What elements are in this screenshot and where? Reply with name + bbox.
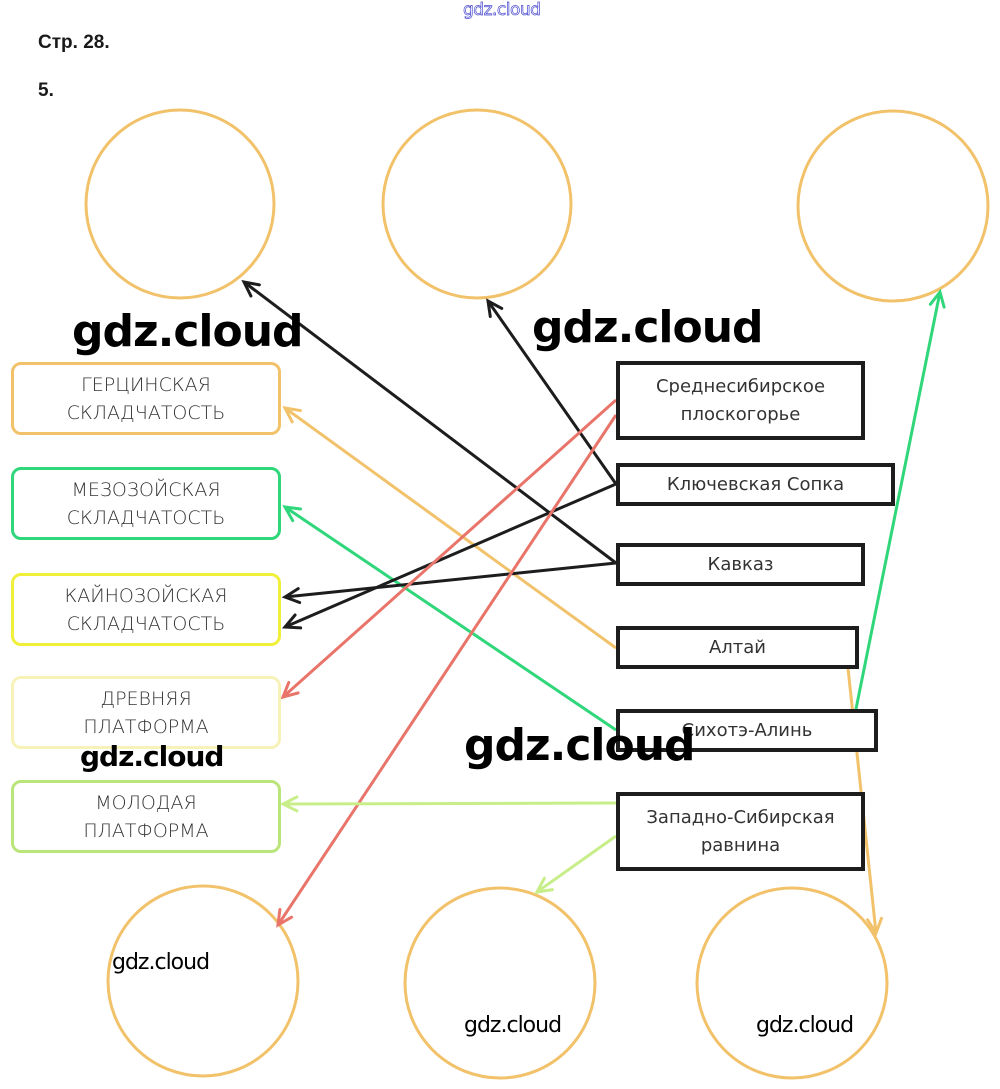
arrowhead-icon bbox=[282, 505, 303, 523]
arrow-west-siberian-to-young bbox=[279, 795, 617, 813]
arrowhead-icon bbox=[276, 907, 294, 928]
watermark: gdz.cloud bbox=[80, 740, 224, 773]
category-line1: ДРЕВНЯЯ bbox=[100, 687, 192, 710]
category-line1: МОЛОДАЯ bbox=[95, 791, 197, 814]
arrow-klyuchevskaya-to-cenozoic bbox=[281, 482, 617, 630]
object-altai[interactable]: Алтай bbox=[616, 626, 859, 669]
watermark-top: gdz.cloud bbox=[463, 0, 542, 20]
object-line2: равнина bbox=[700, 834, 781, 856]
arrowhead-icon bbox=[866, 916, 883, 937]
object-line2: плоскогорье bbox=[680, 403, 801, 425]
watermark: gdz.cloud bbox=[112, 950, 210, 975]
category-mesozoic[interactable]: МЕЗОЗОЙСКАЯ СКЛАДЧАТОСТЬ bbox=[11, 467, 281, 540]
arrow-west-siberian-to-circle-bottom-2 bbox=[534, 834, 617, 894]
object-sikhote-alin[interactable]: Сихотэ-Алинь bbox=[616, 709, 878, 752]
arrow-line bbox=[243, 280, 617, 565]
watermark: gdz.cloud bbox=[464, 720, 696, 771]
arrow-line bbox=[282, 801, 617, 806]
circle-top-2[interactable] bbox=[381, 108, 573, 300]
category-line2: ПЛАТФОРМА bbox=[83, 819, 209, 842]
category-line2: СКЛАДЧАТОСТЬ bbox=[66, 506, 226, 529]
category-line1: ГЕРЦИНСКАЯ bbox=[81, 373, 211, 396]
arrowhead-icon bbox=[282, 406, 302, 424]
arrow-line bbox=[486, 300, 618, 485]
watermark: gdz.cloud bbox=[72, 306, 304, 357]
watermark: gdz.cloud bbox=[756, 1013, 854, 1038]
object-line1: Ключевская Сопка bbox=[666, 473, 845, 495]
category-young-platform[interactable]: МОЛОДАЯ ПЛАТФОРМА bbox=[11, 780, 281, 853]
object-central-siberian[interactable]: Среднесибирское плоскогорье bbox=[616, 361, 865, 440]
arrow-line bbox=[284, 482, 617, 629]
arrow-central-siberian-to-circle-bottom-1 bbox=[276, 414, 618, 928]
arrowhead-icon bbox=[281, 587, 302, 605]
arrow-line bbox=[854, 291, 942, 710]
arrow-line bbox=[276, 414, 618, 926]
arrow-line bbox=[536, 834, 617, 894]
circle-top-1[interactable] bbox=[84, 108, 276, 300]
watermark: gdz.cloud bbox=[464, 1013, 562, 1038]
object-west-siberian[interactable]: Западно-Сибирская равнина bbox=[616, 792, 865, 871]
arrow-line bbox=[284, 505, 617, 732]
arrowhead-icon bbox=[534, 876, 554, 894]
arrow-central-siberian-to-ancient bbox=[280, 398, 617, 700]
circle-bottom-3[interactable] bbox=[695, 886, 889, 1080]
object-line1: Западно-Сибирская bbox=[646, 806, 835, 828]
object-caucasus[interactable]: Кавказ bbox=[616, 543, 865, 586]
watermark: gdz.cloud bbox=[532, 302, 764, 353]
arrowhead-icon bbox=[241, 279, 261, 298]
arrow-sikhote-alin-to-mesozoic bbox=[282, 505, 617, 732]
category-line1: МЕЗОЗОЙСКАЯ bbox=[71, 478, 221, 501]
task-number: 5. bbox=[38, 80, 54, 101]
object-line1: Сихотэ-Алинь bbox=[681, 719, 813, 741]
circle-bottom-1[interactable] bbox=[106, 884, 300, 1078]
arrow-line bbox=[284, 561, 617, 599]
category-line2: ПЛАТФОРМА bbox=[83, 715, 209, 738]
arrow-line bbox=[282, 398, 617, 699]
arrows-layer bbox=[241, 279, 946, 937]
page-reference: Стр. 28. bbox=[38, 32, 110, 53]
arrow-caucasus-to-cenozoic bbox=[281, 561, 617, 605]
arrowhead-icon bbox=[280, 680, 300, 700]
arrow-altai-to-hercynian bbox=[282, 406, 617, 650]
arrow-caucasus-to-circle-top-1 bbox=[241, 279, 617, 565]
object-line1: Алтай bbox=[708, 636, 767, 658]
object-line1: Кавказ bbox=[707, 553, 774, 575]
arrowhead-icon bbox=[279, 795, 299, 813]
category-ancient-platform[interactable]: ДРЕВНЯЯ ПЛАТФОРМА bbox=[11, 676, 281, 749]
category-hercynian[interactable]: ГЕРЦИНСКАЯ СКЛАДЧАТОСТЬ bbox=[11, 362, 281, 435]
arrow-sikhote-alin-to-circle-top-3 bbox=[854, 288, 946, 710]
category-cenozoic[interactable]: КАЙНОЗОЙСКАЯ СКЛАДЧАТОСТЬ bbox=[11, 573, 281, 646]
arrowhead-icon bbox=[928, 288, 946, 309]
arrow-line bbox=[284, 406, 617, 650]
arrowhead-icon bbox=[486, 298, 504, 318]
circle-bottom-2[interactable] bbox=[403, 886, 597, 1080]
category-line2: СКЛАДЧАТОСТЬ bbox=[66, 401, 226, 424]
object-line1: Среднесибирское bbox=[655, 375, 826, 397]
circle-top-3[interactable] bbox=[796, 109, 990, 303]
object-klyuchevskaya[interactable]: Ключевская Сопка bbox=[616, 463, 895, 506]
category-line2: СКЛАДЧАТОСТЬ bbox=[66, 612, 226, 635]
circles-layer bbox=[84, 108, 990, 1080]
arrow-klyuchevskaya-to-circle-top-2 bbox=[486, 298, 618, 485]
category-line1: КАЙНОЗОЙСКАЯ bbox=[64, 584, 228, 607]
arrowhead-icon bbox=[281, 613, 303, 630]
